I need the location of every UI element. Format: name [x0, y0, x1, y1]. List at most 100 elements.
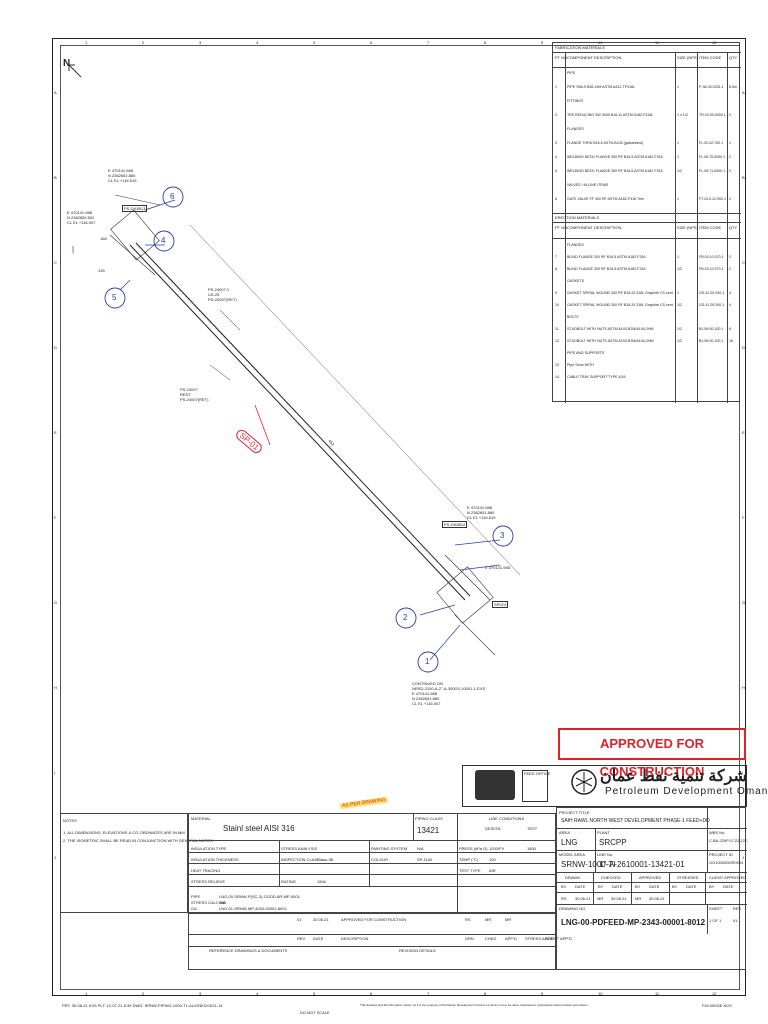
- feed-office-logo-icon: [522, 770, 548, 802]
- row-letter: D: [54, 345, 57, 350]
- material-cell-size: 1/2: [677, 327, 682, 331]
- material-cell-code: FL.02.02.700.1: [699, 141, 724, 145]
- plant-label: PLANT: [597, 830, 610, 835]
- client-approved-label: CLIENT APPROVED: [709, 875, 747, 880]
- note-1: 1. ALL DIMENSIONS, ELEVATIONS & CO-ORDIN…: [63, 830, 185, 835]
- material-cell-desc: STUDBOLT WITH NUTS ASTM A193-B7M/A194-2H…: [567, 327, 654, 331]
- design-label: DESIGN: [485, 826, 501, 831]
- rev-row-date: 30.06.21: [313, 917, 329, 922]
- col-head-qty-2: QTY: [729, 225, 738, 230]
- row-letter: C: [54, 260, 57, 265]
- piping-class-value: 13421: [417, 826, 440, 835]
- dim-1: 166: [100, 236, 107, 241]
- material-cell-qty: 2: [729, 155, 731, 159]
- by-label: BY: [598, 884, 604, 889]
- material-cell-no: 5: [555, 169, 557, 173]
- project-id-value: GG10000D0R0004: [709, 860, 744, 865]
- material-cell-no: 4: [555, 155, 557, 159]
- date-label: DATE: [575, 884, 586, 889]
- coord-right-2: E 470141.988: [485, 565, 510, 570]
- colour: COLOUR: [371, 857, 389, 862]
- revision-header-cell: DATE: [313, 936, 324, 941]
- model-area-label: MODEL AREA: [559, 852, 585, 857]
- weld-label-5: 5: [112, 293, 117, 302]
- material-cell-desc: GASKETS: [567, 279, 584, 283]
- date-label: DATE: [686, 884, 697, 889]
- test-label: TEST: [527, 826, 538, 831]
- material-cell-code: TR.03.00.0000.1: [699, 113, 726, 117]
- col-number: 2: [142, 40, 145, 45]
- col-number: 7: [427, 40, 430, 45]
- material-cell-desc: STUDBOLT WITH NUTS ASTM A193-B7M/A194-2H…: [567, 339, 654, 343]
- company-name-en: Petroleum Development Oman: [605, 786, 768, 797]
- col-number: 3: [199, 40, 202, 45]
- press-label: PRESS (kPa G): [459, 846, 488, 851]
- col-number: 9: [541, 991, 544, 996]
- row-letter: H: [54, 685, 57, 690]
- col-head-code-2: ITEM CODE: [699, 225, 722, 230]
- piping-class-label: PIPING CLASS: [415, 816, 443, 821]
- rev-row-appd: MR: [505, 917, 512, 922]
- checked-label: CHECKED: [601, 875, 621, 880]
- material-cell-desc: GASKET SPIRAL WOUND 300 RF B16.20 316L G…: [567, 291, 673, 295]
- revision-header-cell: DESCRIPTION: [341, 936, 369, 941]
- revision-header-cell: REV: [297, 936, 306, 941]
- company-name-ar: شركة تنمية نفط عمان: [600, 768, 747, 785]
- material-cell-desc: FLANGES: [567, 127, 584, 131]
- sign-drn: RS: [561, 896, 567, 901]
- row-letter: I: [54, 770, 56, 775]
- material-cell-qty: 2: [729, 169, 731, 173]
- footer-disclaimer: This drawing and all information shown o…: [360, 1003, 589, 1007]
- weld-label-6: 6: [170, 192, 175, 201]
- material-cell-code: B1.59.00.100.1: [699, 327, 724, 331]
- revision-block: 01 30.06.21 APPROVED FOR CONSTRUCTION RS…: [188, 913, 572, 970]
- revision-header-cell: APP'D: [505, 936, 517, 941]
- col-number: 1: [85, 40, 88, 45]
- material-cell-size: 1: [677, 141, 679, 145]
- rating: RATING: [281, 879, 296, 884]
- material-cell-size: 1: [677, 155, 679, 159]
- material-cell-no: 6: [555, 197, 557, 201]
- row-letter: A: [54, 90, 57, 95]
- stress-calc-no: STRESS CALC NO: [191, 900, 226, 905]
- row-letter: J: [54, 855, 56, 860]
- col-number: 6: [370, 991, 373, 996]
- material-cell-desc: PIPE: [567, 71, 576, 75]
- fab-materials-title: FABRICATION MATERIALS: [555, 45, 605, 50]
- material-cell-size: 1/2: [677, 267, 682, 271]
- notes-title: NOTES: [63, 818, 77, 823]
- pdo-logo-icon: [571, 769, 597, 795]
- rev-value: 01: [733, 918, 738, 923]
- material-cell-qty: 4: [729, 303, 731, 307]
- row-letter: J: [742, 855, 744, 860]
- material-cell-desc: FLANGES: [567, 243, 584, 247]
- material-cell-size: 1: [677, 85, 679, 89]
- press-value: 1200/FV: [489, 846, 505, 851]
- material-cell-size: 1/2: [677, 303, 682, 307]
- col-head-size-2: SIZE (NPS): [677, 225, 698, 230]
- project-id-label: PROJECT ID: [709, 852, 733, 857]
- footer-right: P.M.0003/E NOV: [702, 1003, 733, 1008]
- heat-tracing: HEAT TRACING: [191, 868, 221, 873]
- ued-logo-icon: [475, 770, 515, 800]
- line-no-value: 1"-A-2610001-13421-01: [599, 860, 685, 869]
- drawing-frame: [52, 38, 746, 996]
- material-cell-code: FL.05.70.0000.1: [699, 155, 726, 159]
- area-label: AREA: [559, 830, 570, 835]
- material-cell-no: 10: [555, 303, 559, 307]
- col-number: 8: [484, 40, 487, 45]
- material-cell-desc: BLIND FLANGE 300 RF B16.5 ASTM A182-F316: [567, 267, 646, 271]
- revision-header-cell: DRN: [465, 936, 474, 941]
- revision-details-label: REVISION DETAILS: [399, 948, 436, 953]
- weld-label-3: 3: [500, 531, 505, 540]
- weld-label-2: 2: [403, 613, 408, 622]
- project-title-label: PROJECT TITLE: [559, 810, 590, 815]
- material-cell-no: 8: [555, 267, 557, 271]
- footer-left: PRT: 30-06-21 9:05 PLT: 12-07-21 8:39 DW…: [62, 1003, 223, 1008]
- material-cell-code: P-36.33.0331.1: [699, 85, 724, 89]
- material-cell-no: 13: [555, 363, 559, 367]
- rev-row-chk: MR: [485, 917, 492, 922]
- reference-label: REFERENCE DRAWINGS & DOCUMENTS: [209, 948, 288, 953]
